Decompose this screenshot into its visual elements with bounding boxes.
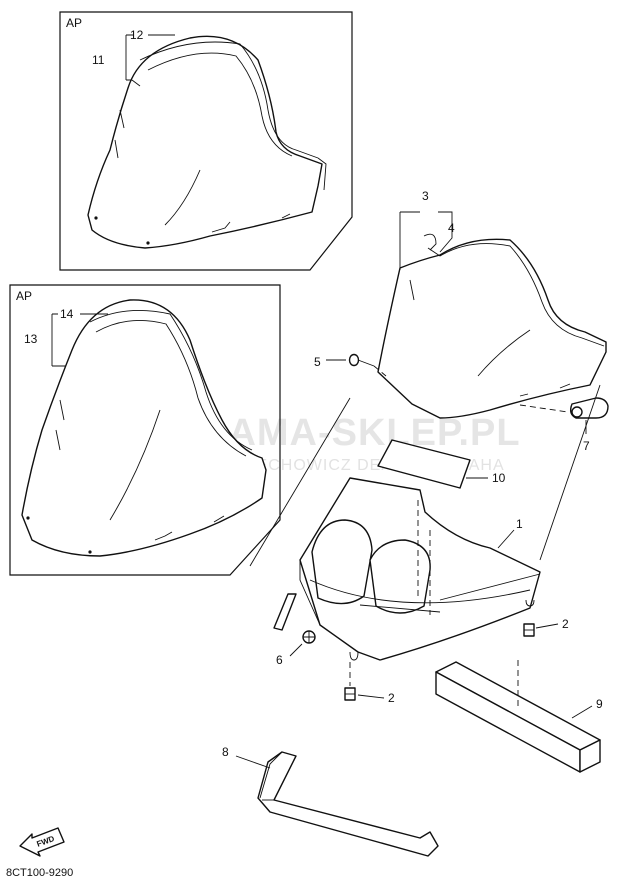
- ap-box-left-label: AP: [16, 289, 32, 303]
- callout-5: 5: [314, 355, 321, 369]
- screw-2-bottom-icon: 2: [344, 662, 395, 705]
- callout-1: 1: [516, 517, 523, 531]
- callout-12: 12: [130, 28, 144, 42]
- callout-6: 6: [276, 653, 283, 667]
- callout-10: 10: [492, 471, 506, 485]
- foam-block-9: 9: [435, 660, 603, 773]
- ap-box-left: AP 13 14: [9, 284, 281, 576]
- callout-2-right: 2: [562, 617, 569, 631]
- windscreen-assembly: 3 4 5 7: [314, 189, 609, 453]
- bolt-5-icon: [348, 353, 375, 367]
- windscreen-ap-top: [87, 35, 323, 249]
- callout-13: 13: [24, 332, 38, 346]
- pad-10: 10: [377, 439, 506, 489]
- callout-7: 7: [583, 439, 590, 453]
- callout-14: 14: [60, 307, 74, 321]
- windscreen-ap-left: [21, 299, 267, 557]
- grommet-6-icon: 6: [276, 630, 316, 667]
- callout-4: 4: [448, 221, 455, 235]
- watermark-title: RAMA-SKLEP.PL: [200, 412, 521, 454]
- cowling-1: 1: [273, 477, 541, 661]
- callout-8: 8: [222, 745, 229, 759]
- diagram-code: 8CT100-9290: [6, 867, 73, 879]
- callout-9: 9: [596, 697, 603, 711]
- trim-8: 8: [222, 745, 439, 857]
- ap-box-top-label: AP: [66, 16, 82, 30]
- callout-3: 3: [422, 189, 429, 203]
- windscreen: [377, 238, 607, 419]
- callout-11: 11: [92, 53, 105, 67]
- screw-2-right-icon: 2: [523, 617, 569, 637]
- ap-box-top: AP 11 12: [59, 11, 353, 271]
- bracket-7: [569, 397, 609, 419]
- callout-2-bottom: 2: [388, 691, 395, 705]
- fwd-arrow-icon: FWD: [19, 827, 65, 857]
